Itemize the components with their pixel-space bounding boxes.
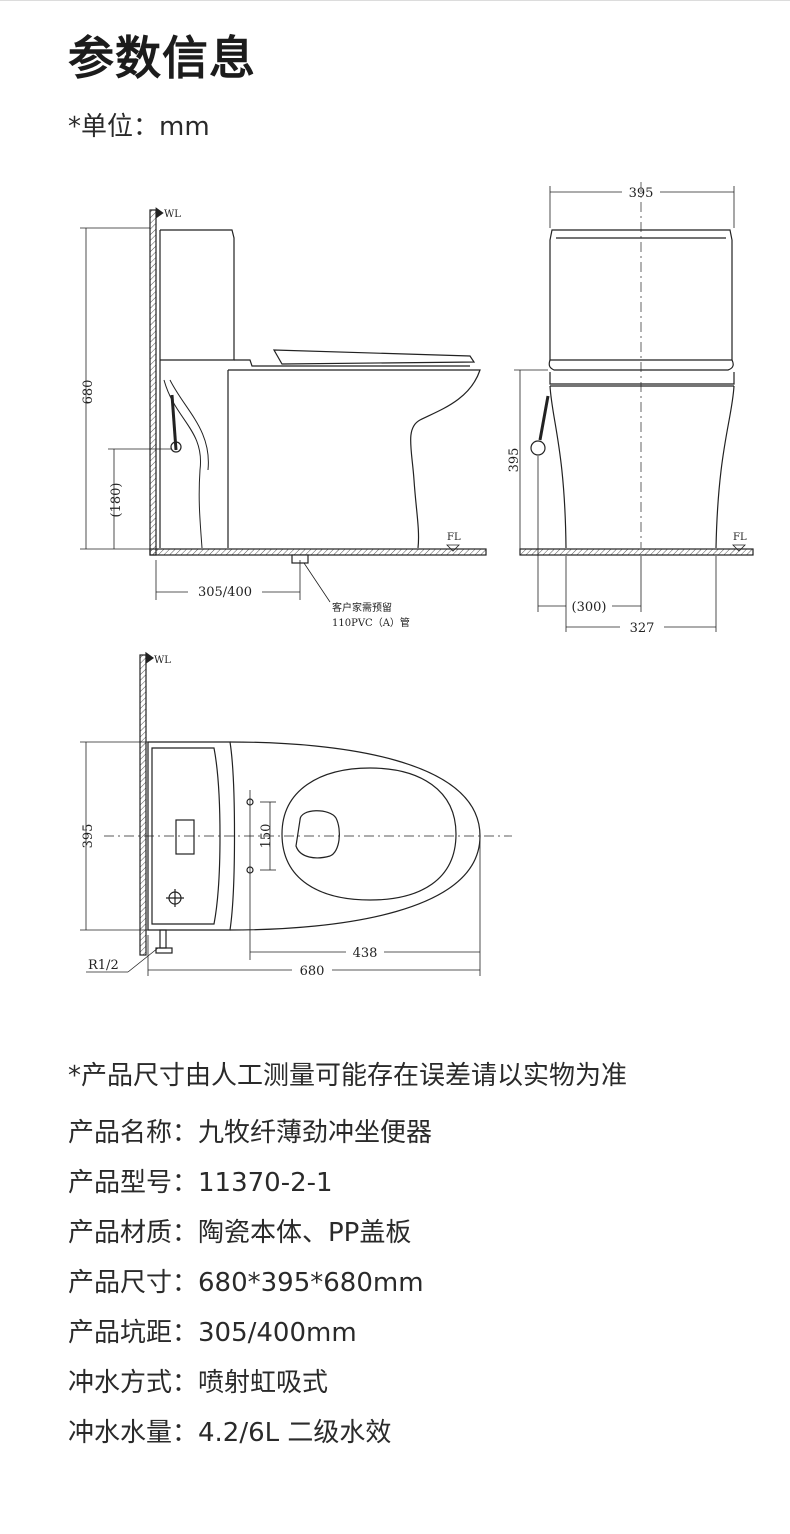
page-title: 参数信息 — [68, 31, 256, 85]
side-dimensions — [80, 207, 460, 603]
fl-label-front: FL — [733, 532, 747, 543]
wall — [149, 209, 157, 556]
spec-name: 产品名称：九牧纤薄劲冲坐便器 — [68, 1118, 433, 1148]
spec-material: 产品材质：陶瓷本体、PP盖板 — [68, 1218, 412, 1248]
dim-length-680: 680 — [300, 964, 325, 979]
side-labels: WL FL 680 (180) 305/400 客户家需预留 110PVC（A）… — [81, 209, 461, 629]
flush-button — [175, 819, 195, 855]
spec-model: 产品型号：11370-2-1 — [68, 1168, 333, 1198]
front-view — [519, 182, 754, 556]
unit-note: *单位：mm — [68, 112, 210, 142]
front-dimensions — [514, 186, 746, 632]
dim-seat-395: 395 — [507, 448, 522, 473]
drain-note-1: 客户家需预留 — [332, 601, 392, 614]
dim-height-680: 680 — [81, 380, 96, 405]
wl-label: WL — [164, 209, 181, 220]
dim-bolt-438: 438 — [353, 946, 378, 961]
spec-flush-type: 冲水方式：喷射虹吸式 — [68, 1368, 329, 1398]
spec-rough-in: 产品坑距：305/400mm — [68, 1318, 357, 1348]
wall-top — [139, 654, 147, 956]
fl-label-side: FL — [447, 532, 461, 543]
front-hose — [538, 395, 550, 441]
floor-front — [519, 548, 754, 556]
spec-flush-volume: 冲水水量：4.2/6L 二级水效 — [68, 1418, 392, 1448]
tank-outline — [160, 229, 235, 361]
front-body — [549, 385, 567, 549]
seat-lid — [272, 349, 476, 365]
floor — [149, 548, 487, 556]
spec-size: 产品尺寸：680*395*680mm — [68, 1268, 424, 1298]
side-view — [149, 209, 487, 564]
top-opening — [295, 810, 340, 859]
dim-width-395: 395 — [629, 186, 654, 201]
top-labels: WL 395 150 438 680 R1/2 — [81, 655, 377, 979]
inlet-thread-label: R1/2 — [88, 958, 119, 973]
measurement-note: *产品尺寸由人工测量可能存在误差请以实物为准 — [68, 1061, 628, 1091]
spec-list: 产品名称：九牧纤薄劲冲坐便器 产品型号：11370-2-1 产品材质：陶瓷本体、… — [68, 1112, 432, 1462]
dim-base-327: 327 — [630, 621, 655, 636]
dim-bolt-150: 150 — [259, 824, 274, 849]
top-dimensions — [80, 741, 481, 976]
top-tank — [147, 741, 236, 931]
dim-inlet-180: (180) — [109, 483, 124, 518]
top-seat — [281, 767, 457, 901]
top-view — [104, 651, 512, 956]
dim-inlet-300: (300) — [572, 600, 607, 615]
front-labels: 395 395 (300) 327 FL — [507, 186, 747, 636]
drain-note-2: 110PVC（A）管 — [332, 616, 410, 629]
wl-label-top: WL — [154, 655, 171, 666]
trapway — [163, 379, 203, 549]
dim-top-width-395: 395 — [81, 824, 96, 849]
technical-drawing: WL FL 680 (180) 305/400 客户家需预留 110PVC（A）… — [80, 182, 754, 979]
top-divider — [0, 0, 790, 1]
dim-rough-in: 305/400 — [198, 585, 252, 600]
inlet-hose — [170, 394, 178, 451]
